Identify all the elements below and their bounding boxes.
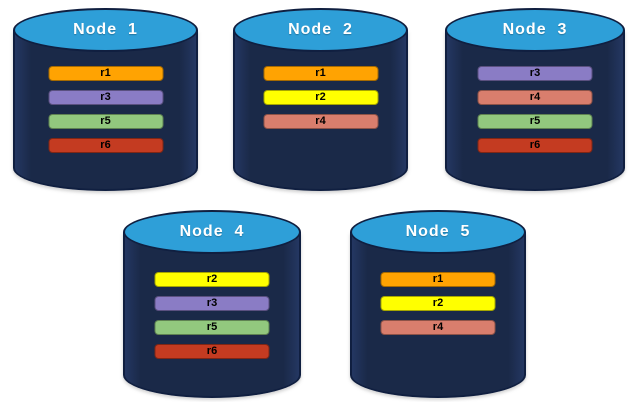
replica-bar-r4: r4 (477, 90, 593, 105)
db-node-2: Node 2 r1 r2 r4 (233, 8, 408, 191)
node-title: Node 4 (179, 223, 245, 240)
replica-bar-r3: r3 (48, 90, 163, 105)
replica-list: r1 r2 r4 (380, 272, 496, 335)
replica-list: r1 r2 r4 (263, 66, 378, 129)
cylinder-body (350, 232, 526, 398)
replica-list: r2 r3 r5 r6 (154, 272, 270, 359)
db-node-4: Node 4 r2 r3 r5 r6 (123, 210, 301, 398)
replica-bar-r1: r1 (380, 272, 496, 287)
cylinder-body (123, 232, 301, 398)
replica-bar-r4: r4 (263, 114, 378, 129)
replica-bar-r6: r6 (154, 344, 270, 359)
cylinder-top: Node 3 (445, 8, 625, 52)
replica-bar-r2: r2 (263, 90, 378, 105)
replica-bar-r5: r5 (154, 320, 270, 335)
node-title: Node 3 (502, 21, 568, 38)
node-title: Node 5 (405, 223, 471, 240)
replica-bar-r4: r4 (380, 320, 496, 335)
cylinder-body (13, 30, 198, 191)
node-title: Node 2 (288, 21, 353, 38)
cylinder-body (233, 30, 408, 191)
replica-bar-r5: r5 (477, 114, 593, 129)
cylinder-top: Node 2 (233, 8, 408, 52)
replica-bar-r6: r6 (477, 138, 593, 153)
db-node-1: Node 1 r1 r3 r5 r6 (13, 8, 198, 191)
db-node-5: Node 5 r1 r2 r4 (350, 210, 526, 398)
cylinder-top: Node 1 (13, 8, 198, 52)
replica-bar-r3: r3 (154, 296, 270, 311)
replica-bar-r2: r2 (154, 272, 270, 287)
replica-bar-r2: r2 (380, 296, 496, 311)
cylinder-top: Node 5 (350, 210, 526, 254)
replica-bar-r5: r5 (48, 114, 163, 129)
replica-bar-r6: r6 (48, 138, 163, 153)
db-node-3: Node 3 r3 r4 r5 r6 (445, 8, 625, 191)
replica-bar-r3: r3 (477, 66, 593, 81)
replica-bar-r1: r1 (263, 66, 378, 81)
node-title: Node 1 (73, 21, 138, 38)
cylinder-top: Node 4 (123, 210, 301, 254)
cylinder-body (445, 30, 625, 191)
replica-bar-r1: r1 (48, 66, 163, 81)
replica-list: r3 r4 r5 r6 (477, 66, 593, 153)
replica-list: r1 r3 r5 r6 (48, 66, 163, 153)
